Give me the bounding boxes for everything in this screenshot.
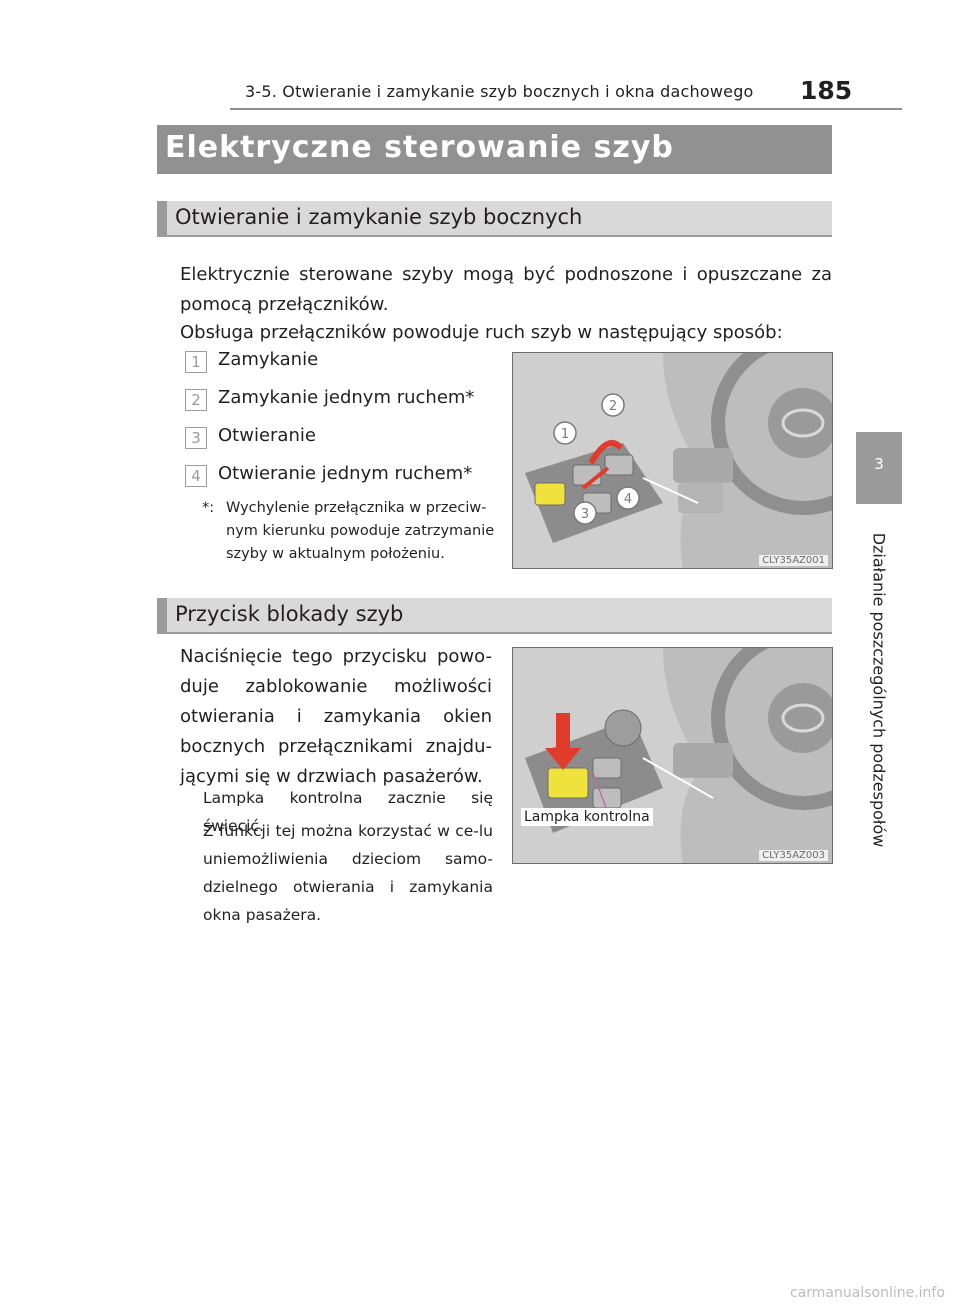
list-item: Otwieranie <box>218 425 316 446</box>
running-header-title: 3-5. Otwieranie i zamykanie szyb bocznyc… <box>245 82 754 101</box>
chapter-side-label: Działanie poszczególnych podzespołów <box>869 532 889 848</box>
list-number-badge: 4 <box>185 465 207 487</box>
lock-button-paragraph: Naciśnięcie tego przycisku powo-duje zab… <box>180 646 492 787</box>
lock-button-drawing <box>513 648 832 863</box>
subheading-side-windows: Otwieranie i zamykanie szyb bocznych <box>175 205 583 229</box>
svg-text:4: 4 <box>624 492 632 507</box>
window-switch-illustration: 1 2 3 4 CLY35AZ001 <box>512 352 833 569</box>
footnote: *: Wychylenie przełącznika w przeciw-nym… <box>202 497 502 566</box>
list-item: Zamykanie <box>218 349 319 370</box>
subheading-bar-side-windows <box>157 201 832 237</box>
usage-note: Z funkcji tej można korzystać w ce-lu un… <box>203 822 493 924</box>
list-number-badge: 1 <box>185 351 207 373</box>
list-number-badge: 2 <box>185 389 207 411</box>
figure-code: CLY35AZ001 <box>759 555 828 566</box>
watermark: carmanualsonline.info <box>790 1285 945 1301</box>
indicator-lamp-label: Lampka kontrolna <box>521 808 653 826</box>
subheading-bar-lock-button <box>157 598 832 634</box>
chapter-tab <box>856 432 902 504</box>
list-number-badge: 3 <box>185 427 207 449</box>
page-number: 185 <box>800 76 853 105</box>
chapter-number: 3 <box>874 455 884 473</box>
section-title-bar <box>157 125 832 174</box>
section-title: Elektryczne sterowanie szyb <box>165 130 674 165</box>
footnote-text: Wychylenie przełącznika w przeciw-nym ki… <box>226 500 495 562</box>
lock-button-illustration: Lampka kontrolna CLY35AZ003 <box>512 647 833 864</box>
svg-text:2: 2 <box>609 399 617 414</box>
list-item: Otwieranie jednym ruchem* <box>218 463 473 484</box>
lamp-note: Lampka kontrolna zacznie się świecić. <box>203 789 493 835</box>
header-divider <box>230 108 902 110</box>
figure-code: CLY35AZ003 <box>759 850 828 861</box>
footnote-mark: *: <box>202 500 215 516</box>
svg-text:1: 1 <box>561 427 569 442</box>
svg-text:3: 3 <box>581 507 589 522</box>
subheading-lock-button: Przycisk blokady szyb <box>175 602 404 626</box>
operation-paragraph: Obsługa przełączników powoduje ruch szyb… <box>180 322 783 343</box>
window-switch-drawing: 1 2 3 4 <box>513 353 832 568</box>
intro-paragraph: Elektrycznie sterowane szyby mogą być po… <box>180 264 832 315</box>
list-item: Zamykanie jednym ruchem* <box>218 387 475 408</box>
